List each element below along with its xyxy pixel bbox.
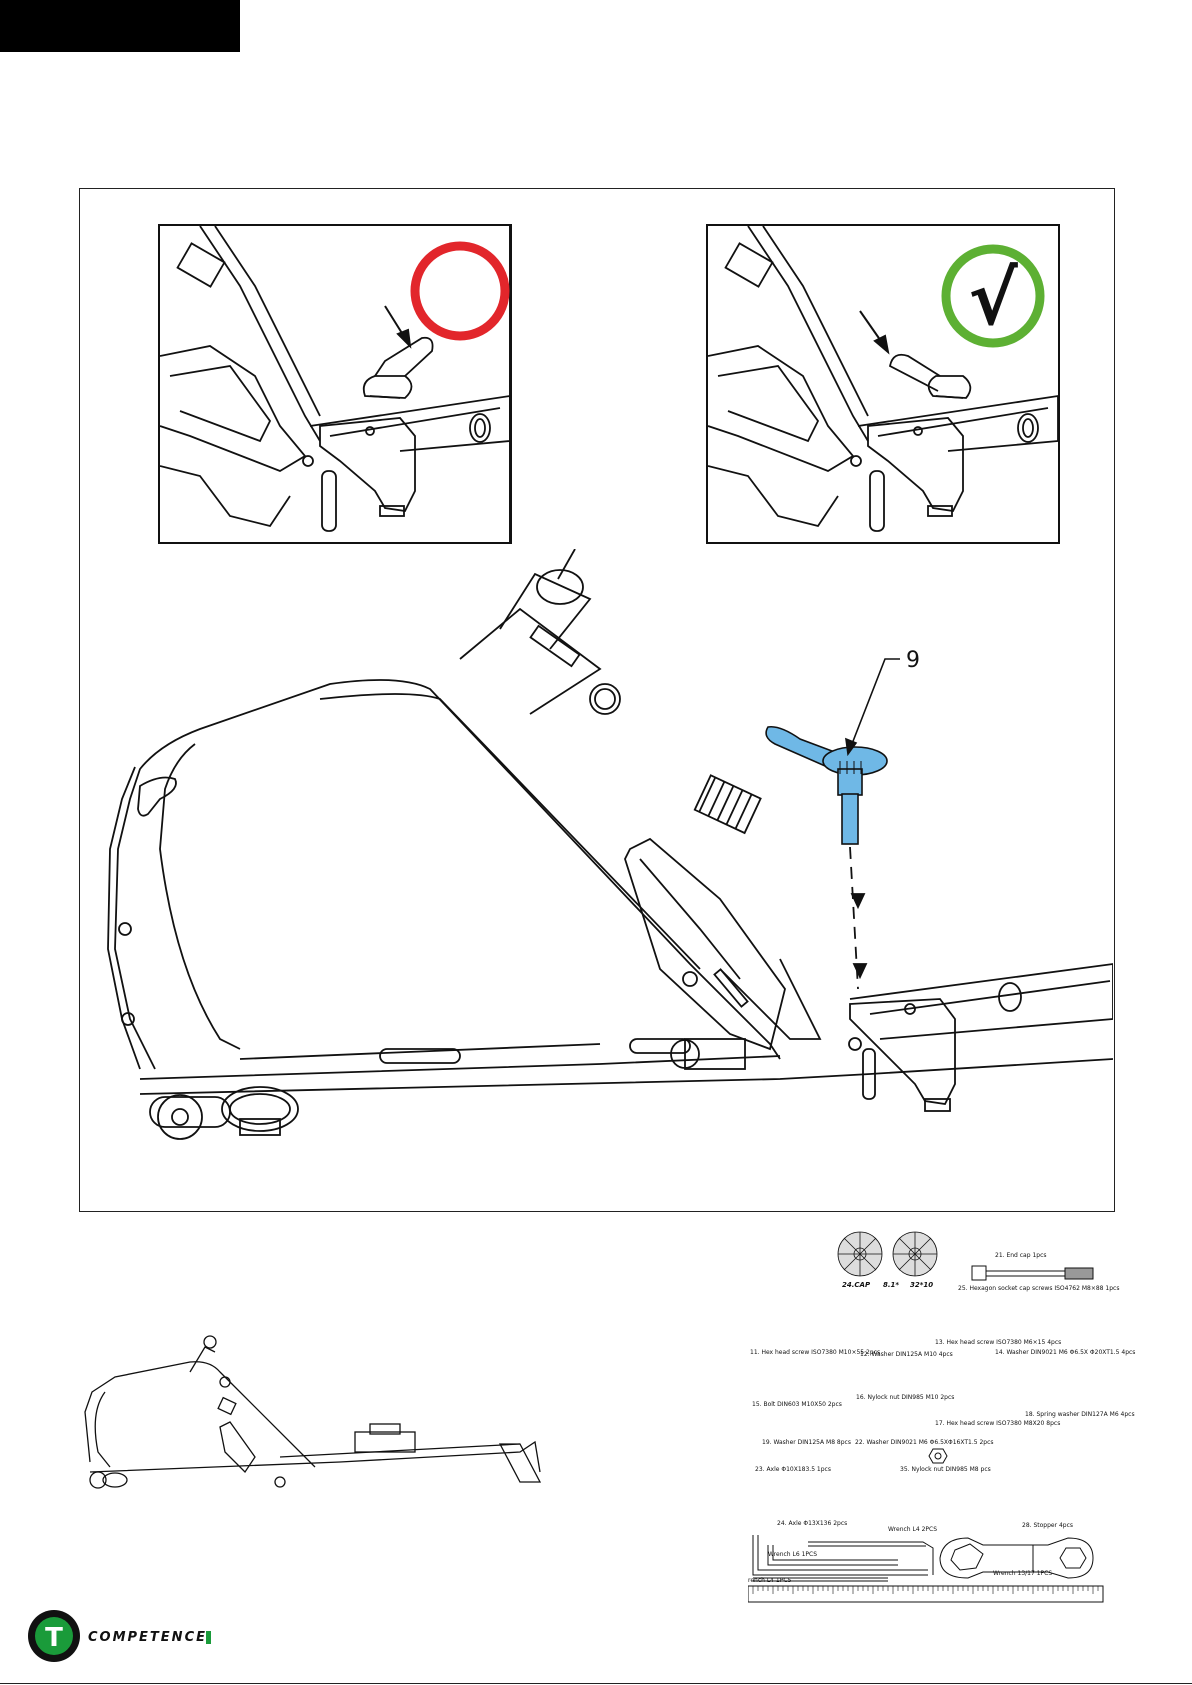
correct-orientation-drawing: √ [708,226,1058,532]
wrench-13-17-label: Wrench 13/17 1PCS [993,1570,1053,1577]
part-18-label: 18. Spring washer DIN127A M6 4pcs [1025,1411,1135,1418]
part-15-label: 15. Bolt DIN603 M10X50 2pcs [752,1401,842,1408]
part-28-label: 28. Stopper 4pcs [1022,1522,1074,1529]
cap-24-size-label: 8.1* [883,1281,900,1289]
part-24-label: 24. Axle Φ13X136 2pcs [777,1520,848,1527]
part-14-label: 14. Washer DIN9021 M6 Φ6.5X Φ20XT1.5 4pc… [995,1349,1136,1356]
wrong-orientation-drawing [160,226,510,542]
cap-24-label: 24.CAP [842,1281,871,1289]
part-11-label: 11. Hex head screw ISO7380 M10×55 2pcs [750,1349,881,1356]
rower-main-drawing: 9 [107,549,1113,1140]
logo-letter: T [45,1623,63,1653]
header-black-block [0,0,240,52]
tools-drawing [748,1530,1108,1610]
check-mark: √ [968,256,1018,342]
callout-number: 9 [906,648,920,673]
part-12-label: 12. Washer DIN125A M10 4pcs [860,1351,953,1358]
overview-drawing [80,1332,560,1502]
wrench-l6-label: Wrench L6 1PCS [768,1551,818,1558]
wrong-marker-ring [410,241,510,341]
part-25-label: 25. Hexagon socket cap screws ISO4762 M8… [958,1285,1120,1292]
part-13-label: 13. Hex head screw ISO7380 M6×15 4pcs [935,1339,1062,1346]
knob-part-9 [765,725,888,845]
part-23-label: 23. Axle Φ10X183.5 1pcs [755,1466,831,1473]
part-16-label: 16. Nylock nut DIN985 M10 2pcs [856,1394,955,1401]
nylock-nut-icon [928,1448,948,1469]
correct-orientation-inset: √ [706,224,1060,544]
part-19-label: 19. Washer DIN125A M8 8pcs [762,1439,851,1446]
footer-rule [0,1683,1192,1684]
part-22-label: 22. Washer DIN9021 M6 Φ6.5XΦ16XT1.5 2pcs [855,1439,994,1446]
brand-accent-bar [206,1631,211,1644]
wrench-l4-top-label: Wrench L4 2PCS [888,1526,938,1533]
brand-name: COMPETENCE [88,1630,207,1645]
parts-caps [835,1230,945,1290]
wrong-orientation-inset [158,224,512,544]
part-17-label: 17. Hex head screw ISO7380 M8X20 8pcs [935,1420,1061,1427]
part-35-label: 35. Nylock nut DIN985 M8 pcs [900,1466,991,1473]
cap-second-size-label: 32*10 [910,1281,934,1289]
brand-logo: T [26,1608,82,1669]
correct-marker-ring [941,244,1045,348]
part-21-label: 21. End cap 1pcs [995,1252,1047,1259]
screw-25-drawing [970,1264,1100,1282]
assembly-step-frame: √ [79,188,1115,1212]
